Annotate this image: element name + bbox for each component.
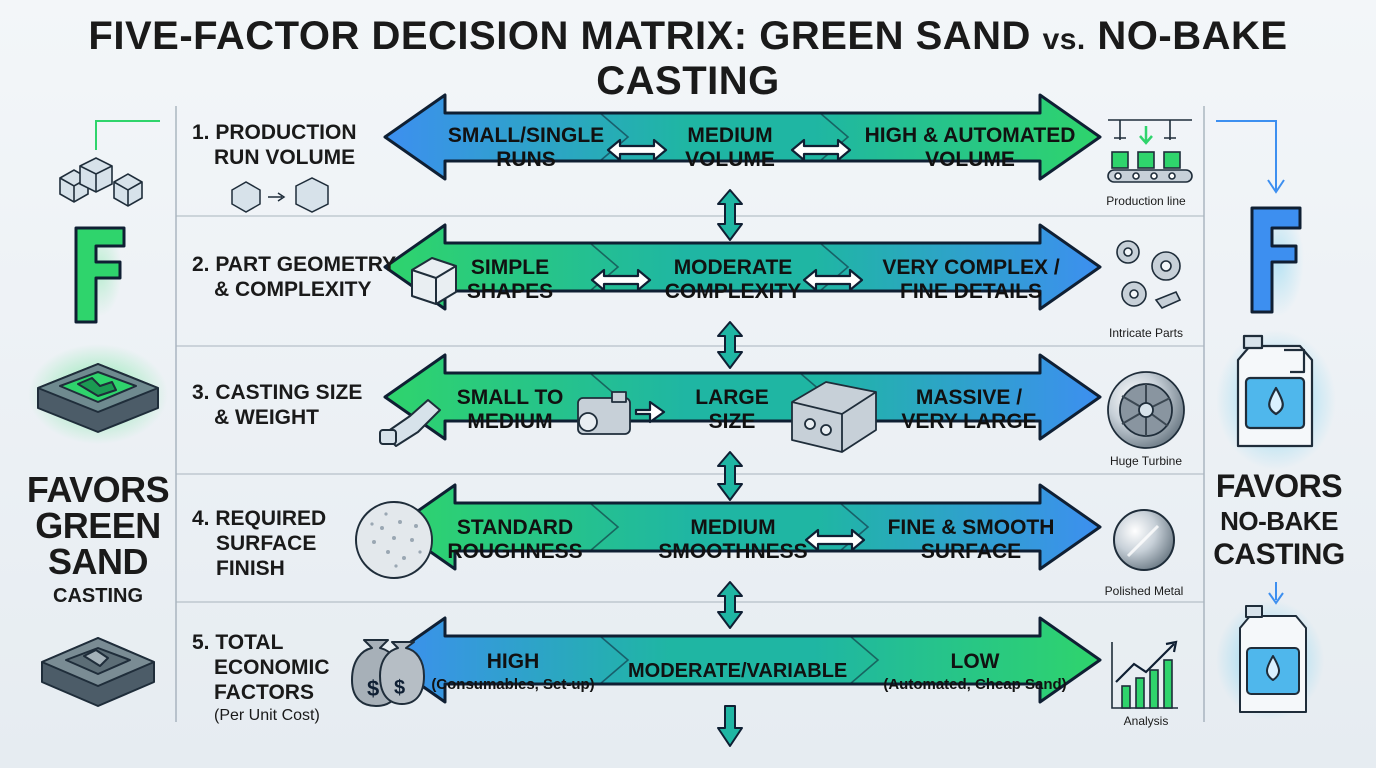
row2-seg3-text: VERY COMPLEX /FINE DETAILS <box>882 256 1060 304</box>
polished-disc-icon <box>1113 509 1175 571</box>
caption-intricate-parts: Intricate Parts <box>1108 326 1184 340</box>
conveyor-icon <box>1107 119 1193 183</box>
f-letter-blue-icon <box>1250 206 1302 314</box>
svg-text:$: $ <box>394 677 405 699</box>
cube-icon <box>411 257 457 305</box>
page-title: FIVE-FACTOR DECISION MATRIX: GREEN SAND … <box>88 14 1288 103</box>
row5-seg3-text: LOW(Automated, Cheap Sand) <box>883 650 1067 694</box>
caption-analysis: Analysis <box>1123 714 1169 728</box>
engine-block-icon <box>791 381 877 453</box>
mold-icon-bottom <box>41 637 155 707</box>
row2-label: 2. PART GEOMETRY& COMPLEXITY <box>192 253 397 302</box>
favors-word: FAVORS <box>26 469 170 510</box>
rough-disc-icon <box>355 501 433 579</box>
favors-word-right: FAVORS <box>1215 468 1343 504</box>
no-bake-word: NO-BAKE <box>1220 506 1338 536</box>
row1-arrow <box>383 93 1102 181</box>
caption-huge-turbine: Huge Turbine <box>1109 454 1183 468</box>
casting-word-right: CASTING <box>1213 538 1345 571</box>
turbine-icon <box>1107 371 1185 449</box>
row3-label: 3. CASTING SIZE& WEIGHT <box>192 381 363 430</box>
box-arrow-icon <box>231 177 329 213</box>
row5-arrow <box>383 616 1102 704</box>
row5-seg1-text: HIGH(Consumables, Set-up) <box>431 650 595 694</box>
boxes-icon <box>59 157 143 207</box>
casting-word: CASTING <box>53 585 143 607</box>
bar-chart-icon <box>1111 640 1178 709</box>
caption-production-line: Production line <box>1106 194 1186 208</box>
money-bags-icon: $ $ <box>351 639 425 707</box>
row4-arrow <box>393 483 1102 571</box>
green-word: GREEN <box>35 505 161 546</box>
f-letter-green-icon <box>74 226 126 324</box>
pump-icon <box>577 391 631 435</box>
svg-text:$: $ <box>367 676 379 701</box>
favors-green-sand-label: FAVORS GREEN SAND CASTING <box>20 469 176 607</box>
favors-no-bake-label: FAVORS NO-BAKE CASTING <box>1206 470 1352 570</box>
sand-word: SAND <box>47 541 149 582</box>
row3-arrow <box>383 353 1102 441</box>
row3-seg3-text: MASSIVE /VERY LARGE <box>901 386 1037 434</box>
caption-polished-metal: Polished Metal <box>1104 584 1184 598</box>
row5-seg2-text: MODERATE/VARIABLE <box>628 660 848 682</box>
gears-icon <box>1116 240 1182 309</box>
bracket-icon <box>379 399 441 447</box>
jug-icon-small <box>1239 605 1307 713</box>
jug-icon <box>1236 334 1314 448</box>
mold-icon <box>37 363 159 433</box>
